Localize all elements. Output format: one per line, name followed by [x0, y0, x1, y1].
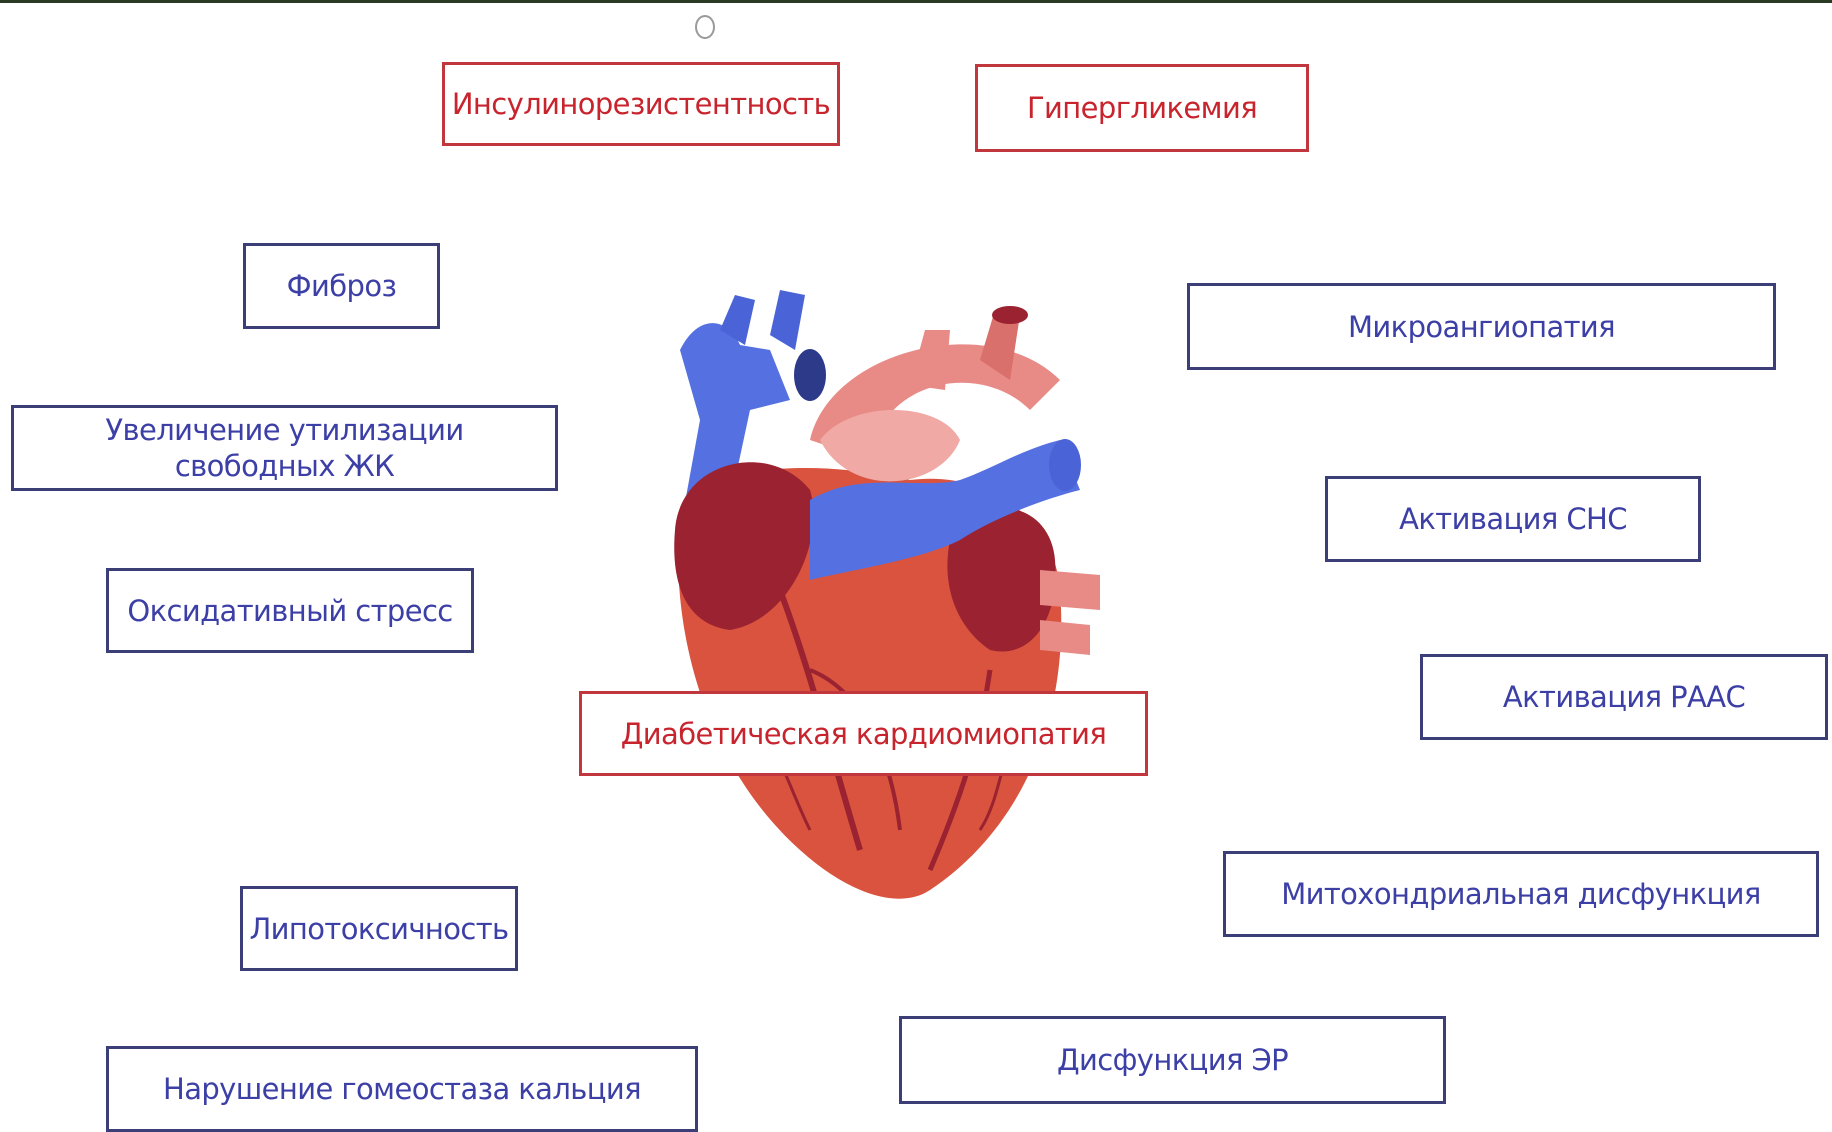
small-circle-icon: [695, 15, 715, 39]
pulmonary-vein-opening-shape: [1049, 439, 1081, 491]
aorta-opening-shape: [992, 306, 1028, 324]
oxidative-stress-label: Оксидативный стресс: [127, 593, 452, 629]
diabetic-cardiomyopathy-label: Диабетическая кардиомиопатия: [621, 716, 1107, 752]
diabetic-cardiomyopathy-box: Диабетическая кардиомиопатия: [579, 691, 1148, 776]
lipotoxicity-box: Липотоксичность: [240, 886, 518, 971]
microangiopathy-label: Микроангиопатия: [1348, 309, 1615, 345]
pulmonary-artery-shape: [1040, 570, 1100, 610]
fibrosis-box: Фиброз: [243, 243, 440, 329]
vena-opening-shape: [794, 349, 826, 401]
insulin-resistance-box: Инсулинорезистентность: [442, 62, 840, 146]
vena-branch-shape-2: [770, 290, 805, 350]
hyperglycemia-label: Гипергликемия: [1027, 90, 1257, 126]
top-border-line: [0, 0, 1832, 3]
lipotoxicity-label: Липотоксичность: [249, 911, 508, 947]
fibrosis-label: Фиброз: [287, 268, 397, 304]
oxidative-stress-box: Оксидативный стресс: [106, 568, 474, 653]
pulmonary-artery-shape-2: [1040, 620, 1090, 655]
sns-activation-label: Активация СНС: [1399, 501, 1627, 537]
mitochondrial-dysfunction-box: Митохондриальная дисфункция: [1223, 851, 1819, 937]
raas-activation-box: Активация РААС: [1420, 654, 1828, 740]
anatomical-heart-illustration: [660, 290, 1140, 930]
calcium-homeostasis-box: Нарушение гомеостаза кальция: [106, 1046, 698, 1132]
free-fatty-acid-utilization-label: Увеличение утилизации свободных ЖК: [50, 412, 520, 484]
calcium-homeostasis-label: Нарушение гомеостаза кальция: [163, 1071, 641, 1107]
insulin-resistance-label: Инсулинорезистентность: [452, 86, 830, 122]
er-dysfunction-box: Дисфункция ЭР: [899, 1016, 1446, 1104]
microangiopathy-box: Микроангиопатия: [1187, 283, 1776, 370]
hyperglycemia-box: Гипергликемия: [975, 64, 1309, 152]
er-dysfunction-label: Дисфункция ЭР: [1057, 1042, 1288, 1078]
sns-activation-box: Активация СНС: [1325, 476, 1701, 562]
mitochondrial-dysfunction-label: Митохондриальная дисфункция: [1281, 876, 1761, 912]
free-fatty-acid-utilization-box: Увеличение утилизации свободных ЖК: [11, 405, 558, 491]
raas-activation-label: Активация РААС: [1503, 679, 1745, 715]
